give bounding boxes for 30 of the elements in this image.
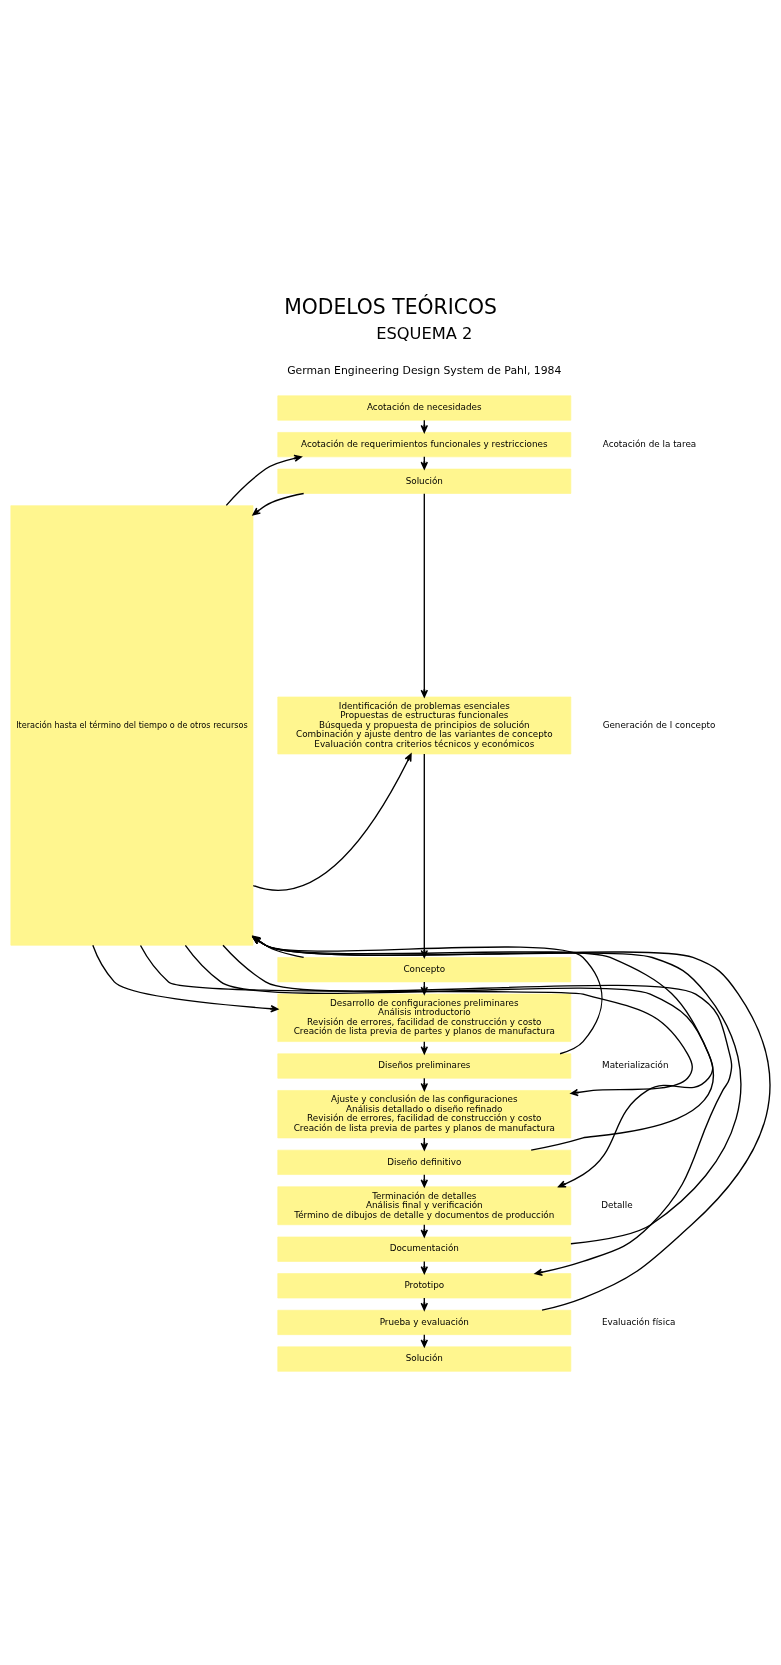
arrow: [92, 944, 279, 1012]
arrow: [420, 492, 429, 698]
label: Evaluación física: [601, 1316, 676, 1327]
diagram-title: MODELOS TEÓRICOS: [284, 294, 497, 319]
node-box: Diseños preliminares: [277, 1052, 572, 1079]
label: ESQUEMA 2: [376, 323, 473, 343]
label: German Engineering Design System de Pahl, 1984: [287, 363, 562, 377]
node-box: Prueba y evaluación: [277, 1309, 572, 1335]
label: Materialización: [602, 1059, 669, 1070]
node-box: Terminación de detalles Análisis final y verificación Término de dibujos de detalle y documentos de producción: [277, 1185, 572, 1225]
node-box: Documentación: [277, 1236, 572, 1262]
arrow: [139, 944, 693, 1096]
node-box: Ajuste y conclusión de las configuraciones Análisis detallado o diseño refinado Revisión de errores, facilidad de construcción y costo Creación de lista previa de partes y planos de manufactura: [277, 1089, 572, 1138]
arrow: [225, 454, 302, 506]
label: Detalle: [601, 1199, 633, 1210]
node-box: Acotación de requerimientos funcionales y restricciones: [277, 431, 572, 457]
node-box: Acotación de necesidades: [277, 394, 572, 421]
label: Acotación de la tarea: [602, 438, 697, 449]
arrow: [222, 944, 733, 1276]
arrow: [252, 752, 412, 891]
node-box: Iteración hasta el término del tiempo o de otros recursos: [10, 504, 254, 946]
node-box: Solución: [277, 1346, 572, 1372]
arrow: [252, 492, 305, 515]
node-box: Identificación de problemas esenciales Propuestas de estructuras funcionales Búsqueda y propuesta de principios de solución Combinación y ajuste dentro de las variantes de concepto Evaluación contra criterios técnicos y económicos: [277, 696, 572, 754]
node-box: Diseño definitivo: [277, 1149, 572, 1175]
node-box: Concepto: [277, 956, 572, 982]
node-box: Solución: [277, 468, 572, 494]
node-box: Desarrollo de configuraciones preliminares Análisis introductorio Revisión de errores, facilidad de construcción y costo Creación de lista previa de partes y planos de manufactura: [277, 993, 572, 1042]
node-box: Prototipo: [277, 1272, 572, 1298]
label: Generación de l concepto: [602, 719, 716, 730]
